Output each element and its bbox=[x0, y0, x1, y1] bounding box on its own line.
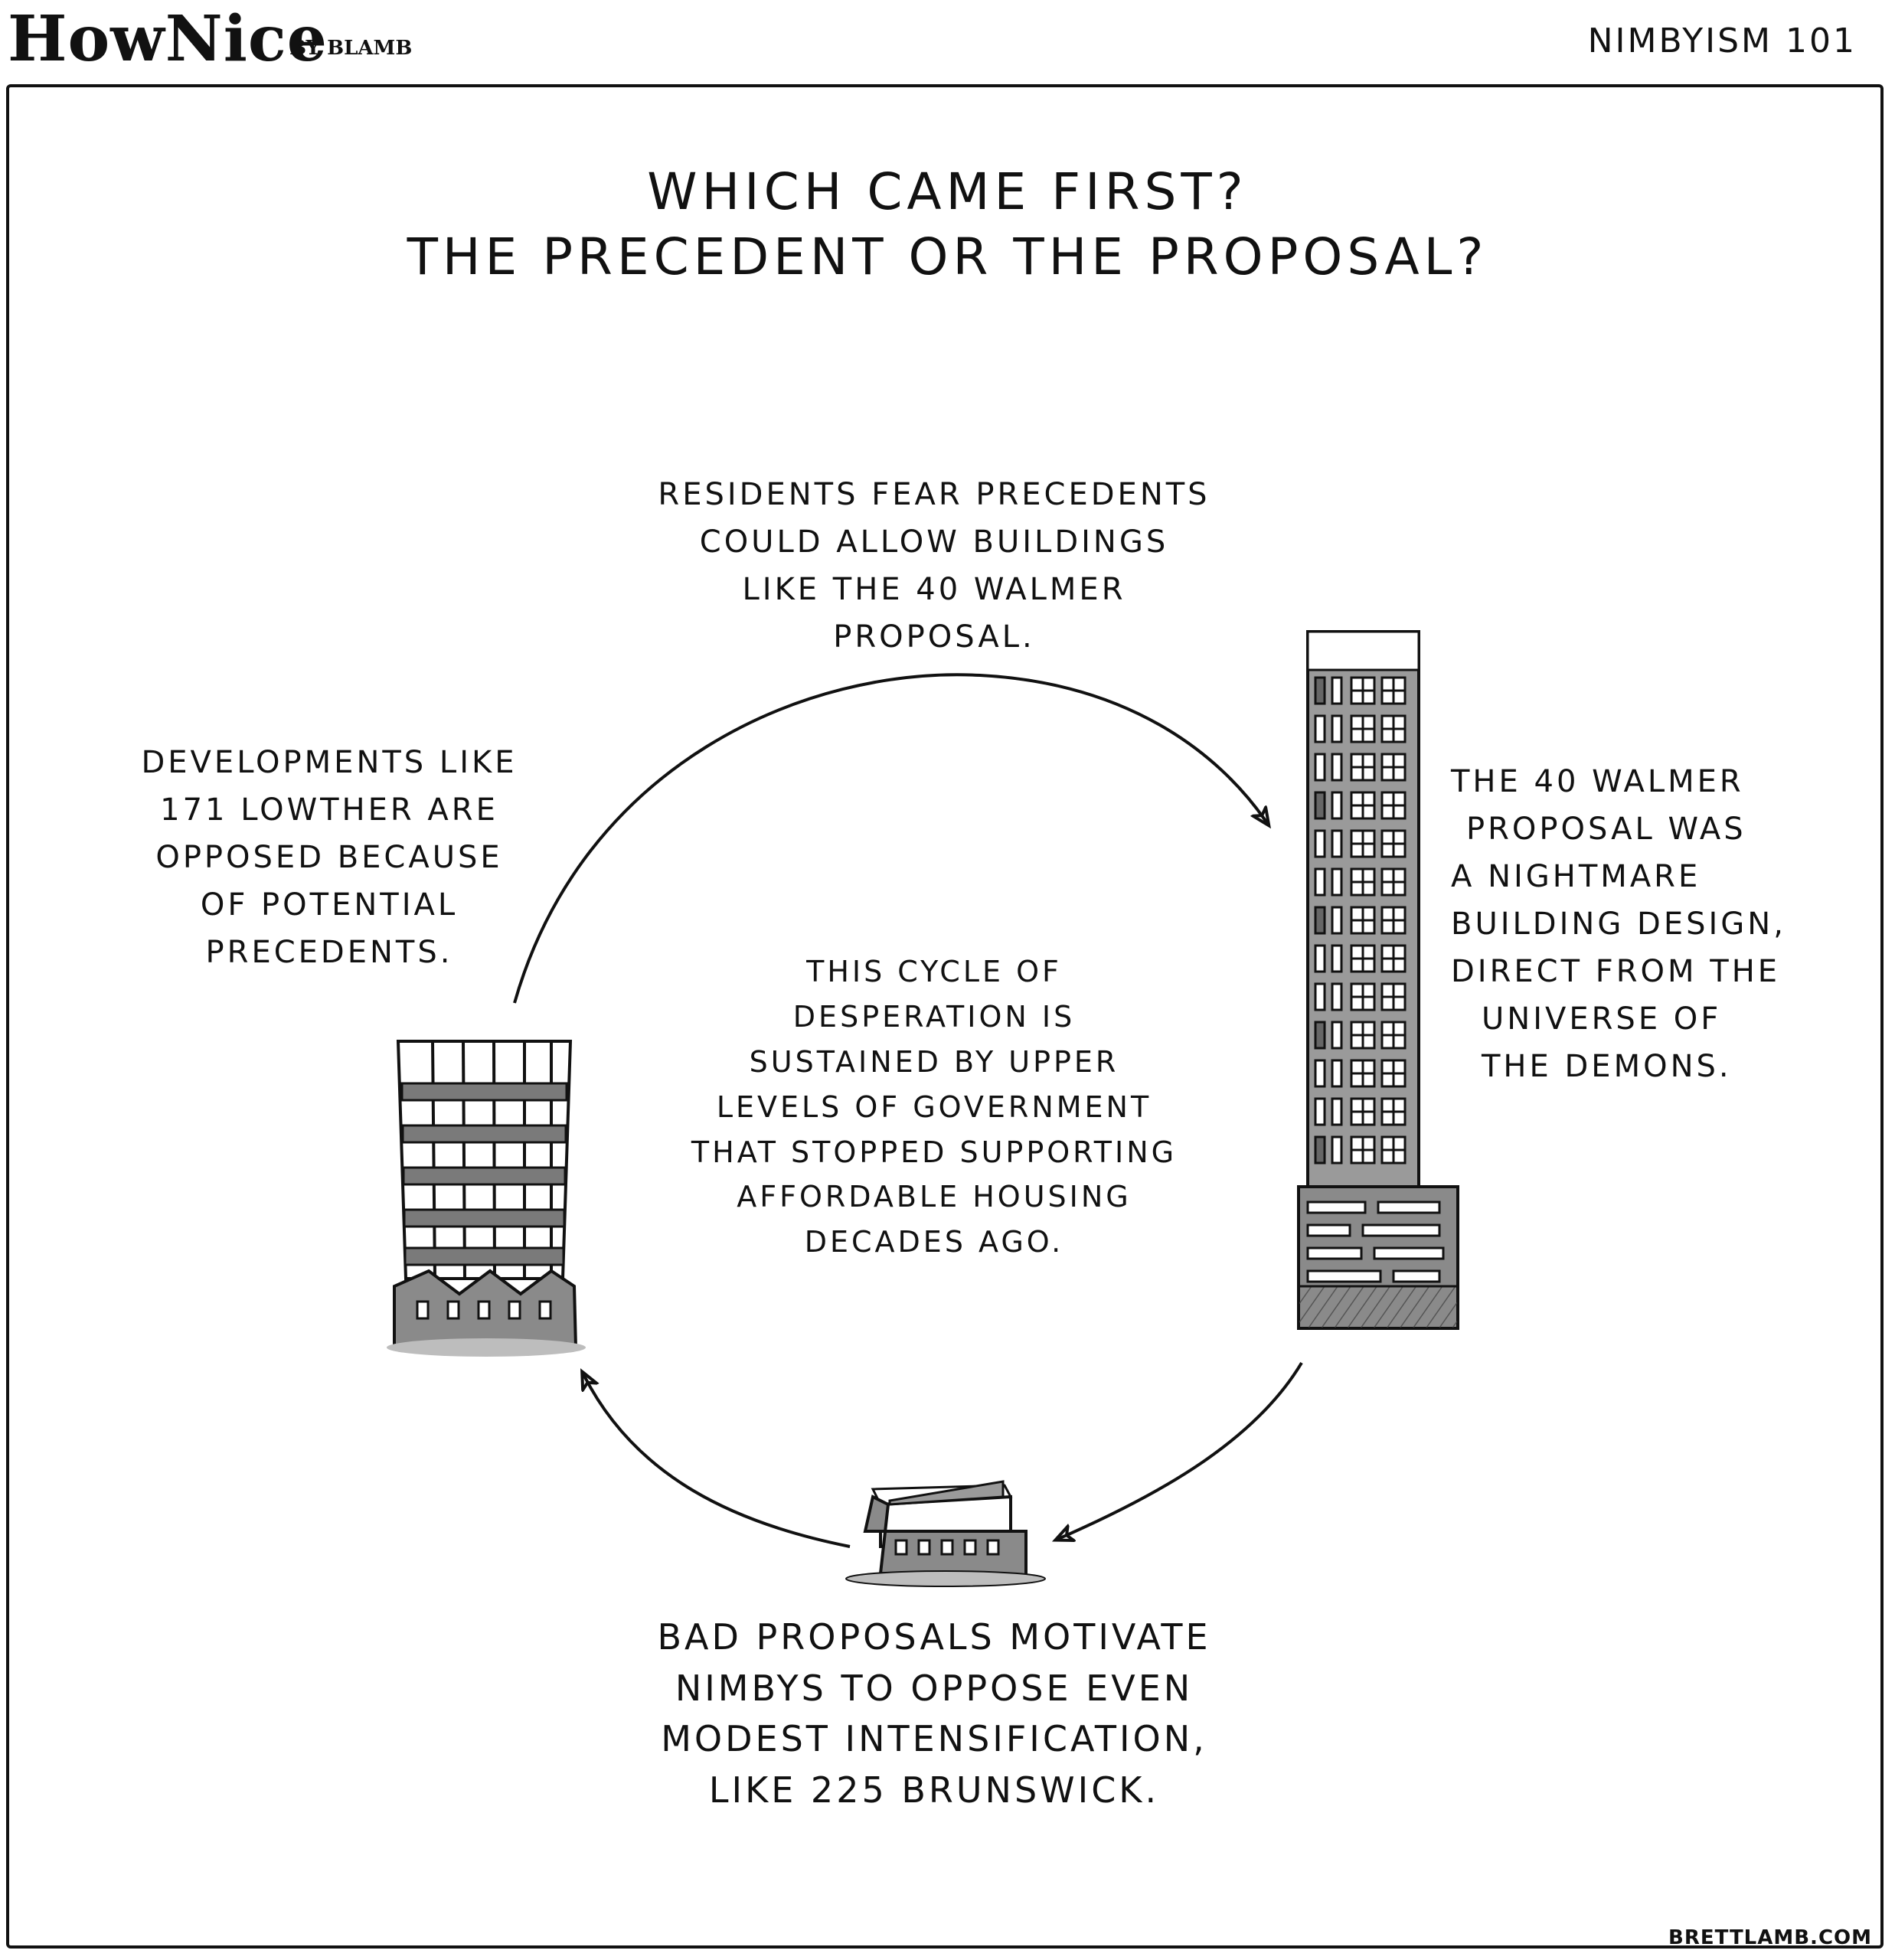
brand-byline: BY BLAMB bbox=[289, 37, 413, 60]
series-title: NIMBYISM 101 bbox=[1587, 21, 1857, 60]
caption-bottom-line: MODEST INTENSIFICATION, bbox=[661, 1718, 1207, 1760]
caption-right: THE 40 WALMER PROPOSAL WAS A NIGHTMARE B… bbox=[1451, 758, 1880, 1090]
building-225-brunswick-icon bbox=[845, 1480, 1046, 1587]
caption-center-line: DESPERATION IS bbox=[792, 999, 1076, 1034]
caption-center-line: THIS CYCLE OF bbox=[806, 955, 1062, 988]
footer-credit: BRETTLAMB.COM bbox=[1668, 1926, 1872, 1949]
headline-line-2: THE PRECEDENT OR THE PROPOSAL? bbox=[407, 227, 1488, 286]
caption-left-line: OPPOSED BECAUSE bbox=[155, 840, 503, 875]
caption-left-line: PRECEDENTS. bbox=[205, 935, 453, 970]
caption-top-line: COULD ALLOW BUILDINGS bbox=[699, 524, 1169, 560]
caption-center-line: THAT STOPPED SUPPORTING bbox=[691, 1135, 1178, 1169]
arrow-top bbox=[513, 673, 1267, 1004]
brand-logo: HowNice bbox=[8, 2, 328, 76]
caption-right-line: THE 40 WALMER bbox=[1451, 764, 1744, 799]
tower-40-walmer-icon bbox=[1297, 630, 1459, 1330]
arrow-bottom-right bbox=[1058, 1361, 1303, 1539]
caption-right-line: UNIVERSE OF bbox=[1482, 1001, 1722, 1037]
caption-left-line: DEVELOPMENTS LIKE bbox=[141, 745, 518, 780]
caption-center-line: DECADES AGO. bbox=[804, 1225, 1064, 1259]
caption-bottom-line: LIKE 225 BRUNSWICK. bbox=[708, 1769, 1160, 1811]
caption-right-line: PROPOSAL WAS bbox=[1466, 812, 1746, 847]
caption-top: RESIDENTS FEAR PRECEDENTS COULD ALLOW BU… bbox=[628, 471, 1240, 661]
arrow-bottom-left bbox=[583, 1374, 851, 1548]
caption-right-line: BUILDING DESIGN, bbox=[1451, 906, 1786, 942]
caption-center: THIS CYCLE OF DESPERATION IS SUSTAINED B… bbox=[628, 949, 1240, 1265]
caption-left-line: OF POTENTIAL bbox=[200, 887, 459, 923]
caption-right-line: THE DEMONS. bbox=[1482, 1049, 1732, 1084]
caption-left-line: 171 LOWTHER ARE bbox=[160, 792, 498, 828]
caption-right-line: A NIGHTMARE bbox=[1451, 859, 1701, 894]
caption-top-line: LIKE THE 40 WALMER bbox=[742, 572, 1126, 607]
caption-bottom-line: BAD PROPOSALS MOTIVATE bbox=[657, 1616, 1211, 1658]
building-171-lowther-icon bbox=[387, 1040, 586, 1357]
caption-right-line: DIRECT FROM THE bbox=[1451, 954, 1781, 989]
caption-center-line: SUSTAINED BY UPPER bbox=[749, 1044, 1119, 1079]
caption-center-line: AFFORDABLE HOUSING bbox=[737, 1180, 1132, 1214]
caption-bottom: BAD PROPOSALS MOTIVATE NIMBYS TO OPPOSE … bbox=[536, 1612, 1332, 1816]
headline-line-1: WHICH CAME FIRST? bbox=[647, 162, 1248, 221]
caption-top-line: PROPOSAL. bbox=[833, 619, 1035, 655]
caption-center-line: LEVELS OF GOVERNMENT bbox=[716, 1089, 1152, 1124]
caption-bottom-line: NIMBYS TO OPPOSE EVEN bbox=[675, 1667, 1194, 1709]
caption-left: DEVELOPMENTS LIKE 171 LOWTHER ARE OPPOSE… bbox=[77, 739, 582, 976]
caption-top-line: RESIDENTS FEAR PRECEDENTS bbox=[658, 477, 1211, 512]
comic-panel-frame bbox=[6, 84, 1884, 1949]
